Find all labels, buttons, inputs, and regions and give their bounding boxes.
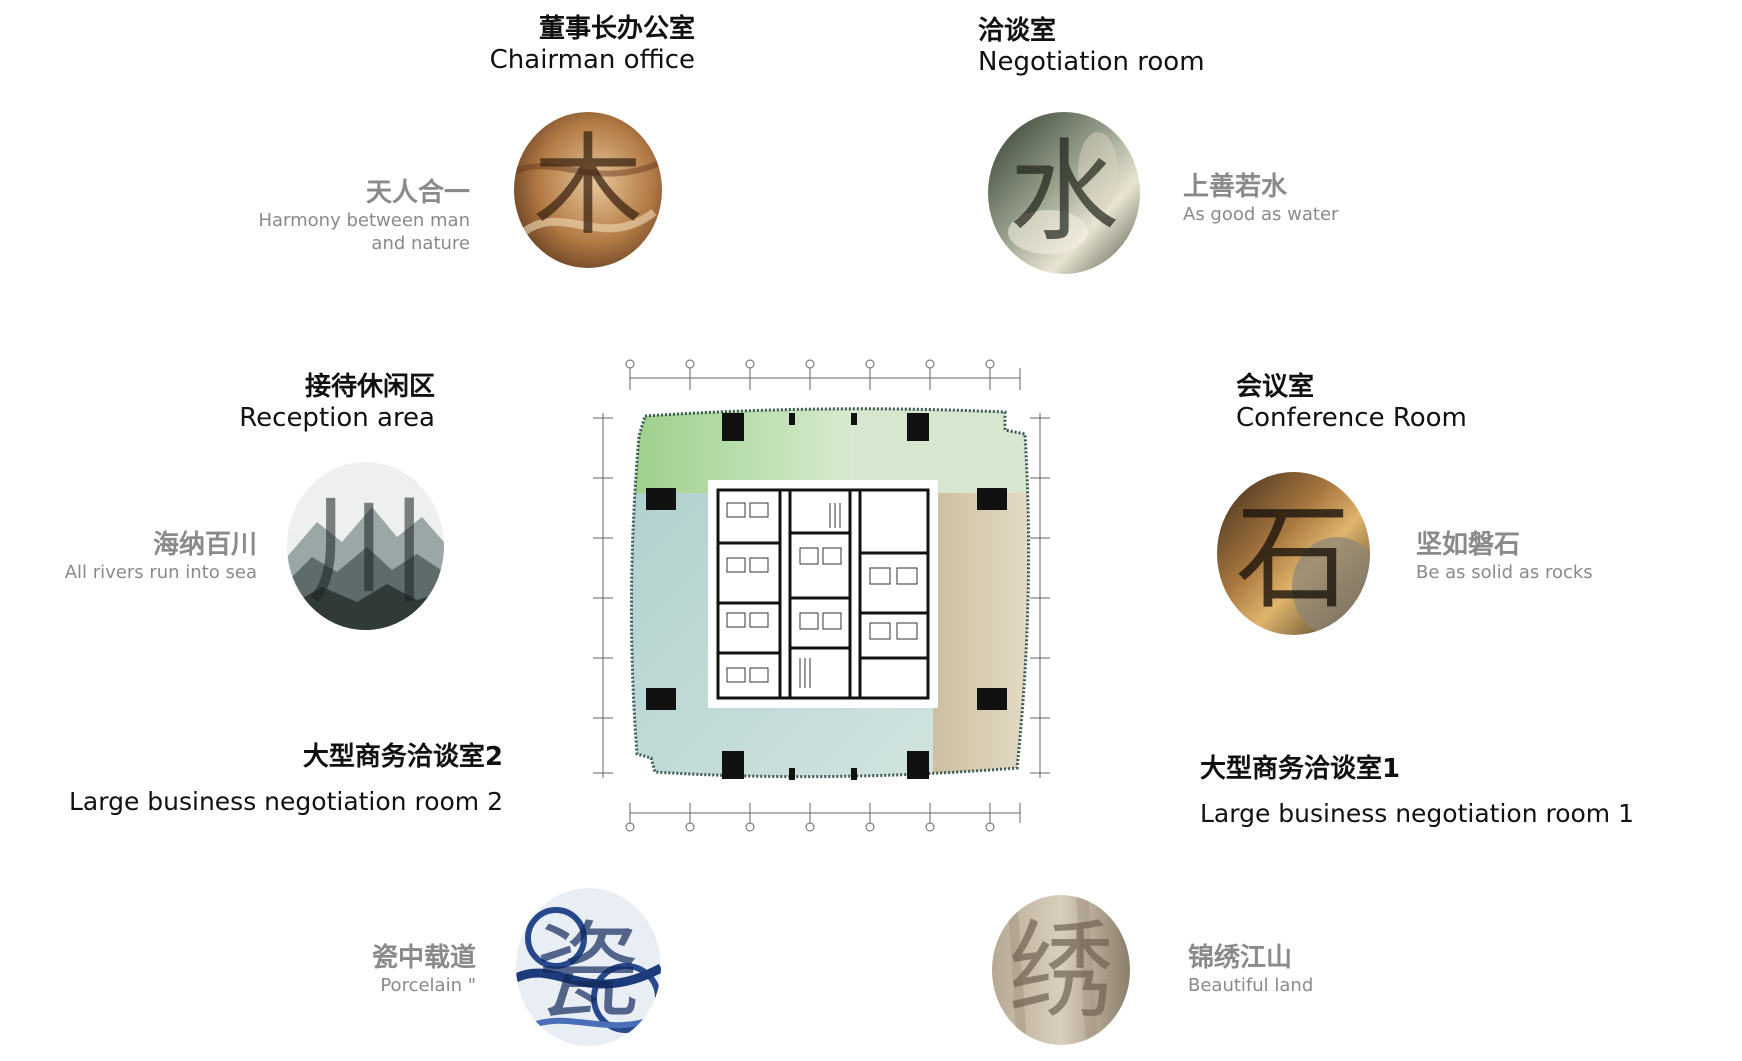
rocks-image: 石 [1217,472,1370,635]
rivers-glyph: 川 [307,482,427,621]
porcelain-image: 瓷 [516,888,661,1046]
theme-rocks-caption: 坚如磐石 Be as solid as rocks [1416,524,1593,584]
large-room-2-en: Large business negotiation room 2 [68,787,503,816]
water-image: 水 [988,112,1140,274]
theme-porcelain-caption: 瓷中载道 Porcelain " [300,937,476,997]
theme-harmony-en-2: and nature [371,233,470,254]
large-room-1-en: Large business negotiation room 1 [1200,799,1635,828]
reception-area-zh: 接待休闲区 [304,372,435,402]
harmony-image: 木 [514,112,662,268]
zone-tan [933,493,1029,777]
large-room-1-zh: 大型商务洽谈室1 [1200,754,1401,784]
theme-water-caption: 上善若水 As good as water [1183,166,1338,226]
conference-room-label: 会议室 Conference Room [1236,366,1467,433]
zone-green [631,408,855,493]
theme-water-en: As good as water [1183,204,1339,225]
theme-land-caption: 锦绣江山 Beautiful land [1188,937,1313,997]
water-glyph: 水 [1009,128,1119,256]
theme-rocks-zh: 坚如磐石 [1416,530,1521,560]
conference-room-zh: 会议室 [1236,372,1315,402]
theme-water-zh: 上善若水 [1183,172,1288,202]
theme-porcelain-en: Porcelain " [380,975,476,996]
theme-rivers-en: All rivers run into sea [64,562,257,583]
rivers-image: 川 [287,462,444,630]
theme-porcelain-zh: 瓷中载道 [371,943,476,973]
large-room-2-zh: 大型商务洽谈室2 [302,742,503,772]
harmony-glyph: 木 [533,122,643,250]
porcelain-glyph: 瓷 [535,911,640,1033]
top-dimension-line [625,359,1021,390]
large-room-2-label: 大型商务洽谈室2 Large business negotiation room… [60,736,503,816]
theme-harmony-zh: 天人合一 [365,178,470,208]
chairman-office-label: 董事长办公室 Chairman office [420,8,695,75]
zone-light-green [855,408,1029,493]
chairman-office-zh: 董事长办公室 [538,14,695,44]
reception-area-label: 接待休闲区 Reception area [180,366,435,433]
core [708,480,938,708]
theme-land-zh: 锦绣江山 [1188,943,1293,973]
large-room-1-label: 大型商务洽谈室1 Large business negotiation room… [1200,748,1634,828]
theme-rocks-en: Be as solid as rocks [1416,562,1593,583]
theme-rivers-caption: 海纳百川 All rivers run into sea [20,524,257,584]
theme-harmony-caption: 天人合一 Harmony between man and nature [180,172,470,255]
theme-rivers-zh: 海纳百川 [152,530,257,560]
conference-room-en: Conference Room [1236,403,1467,433]
building-outline [629,407,1031,779]
theme-land-en: Beautiful land [1188,975,1314,996]
bottom-dimension-line [625,803,1021,832]
negotiation-room-label: 洽谈室 Negotiation room [978,10,1205,77]
floor-plan [585,358,1055,832]
core-walls [716,488,930,700]
negotiation-room-zh: 洽谈室 [978,16,1057,46]
chairman-office-en: Chairman office [489,45,695,75]
theme-harmony-en-1: Harmony between man [258,210,470,231]
core-details [726,502,918,688]
land-image: 绣 [992,895,1130,1045]
rocks-glyph: 石 [1235,491,1350,625]
left-dimension-line [593,413,613,778]
reception-area-en: Reception area [239,403,435,433]
negotiation-room-en: Negotiation room [978,47,1205,77]
right-dimension-line [1030,413,1050,778]
land-glyph: 绣 [1008,910,1113,1032]
columns [646,413,1007,780]
